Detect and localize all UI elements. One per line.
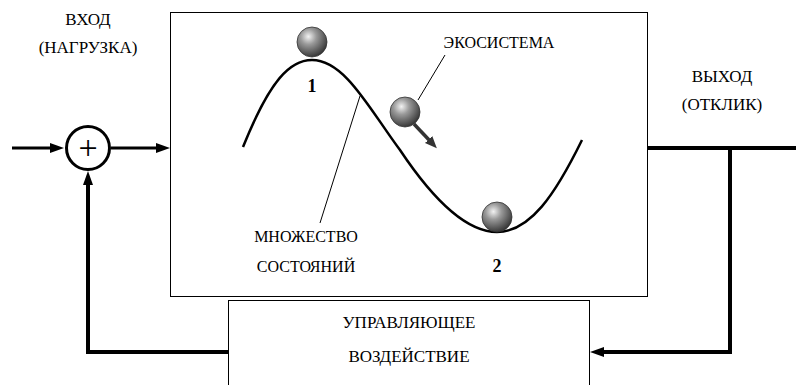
control-box: УПРАВЛЯЮЩЕЕ ВОЗДЕЙСТВИЕ: [228, 300, 590, 385]
ball: [297, 27, 327, 57]
node-text: УПРАВЛЯЮЩЕЕ ВОЗДЕЙСТВИЕ: [343, 306, 476, 374]
signal-connector: [111, 147, 158, 150]
leader-line: [320, 96, 360, 223]
node-text: +: [78, 131, 97, 165]
ball: [390, 97, 420, 127]
input-label: ВХОД (НАГРУЗКА): [39, 6, 138, 62]
leader-line: [418, 55, 445, 100]
input-arrow: [12, 147, 52, 150]
callout-number: 2: [493, 256, 502, 276]
callout-number: 1: [308, 76, 317, 96]
signal-connector: [602, 148, 730, 352]
output-line: [728, 146, 796, 150]
motion-arrow: [414, 124, 430, 141]
ball: [482, 202, 512, 232]
junction-outline: [67, 127, 110, 170]
ecosystem-box: ЭКОСИСТЕМА МНОЖЕСТВО СОСТОЯНИЙ: [170, 12, 648, 297]
state-curve: [243, 60, 582, 232]
output-label: ВЫХОД (ОТКЛИК): [682, 63, 762, 119]
state-set-label: МНОЖЕСТВО СОСТОЯНИЙ: [254, 222, 358, 282]
summing-junction: +: [65, 125, 111, 171]
signal-connector: [88, 183, 228, 352]
ecosystem-label: ЭКОСИСТЕМА: [444, 33, 555, 53]
